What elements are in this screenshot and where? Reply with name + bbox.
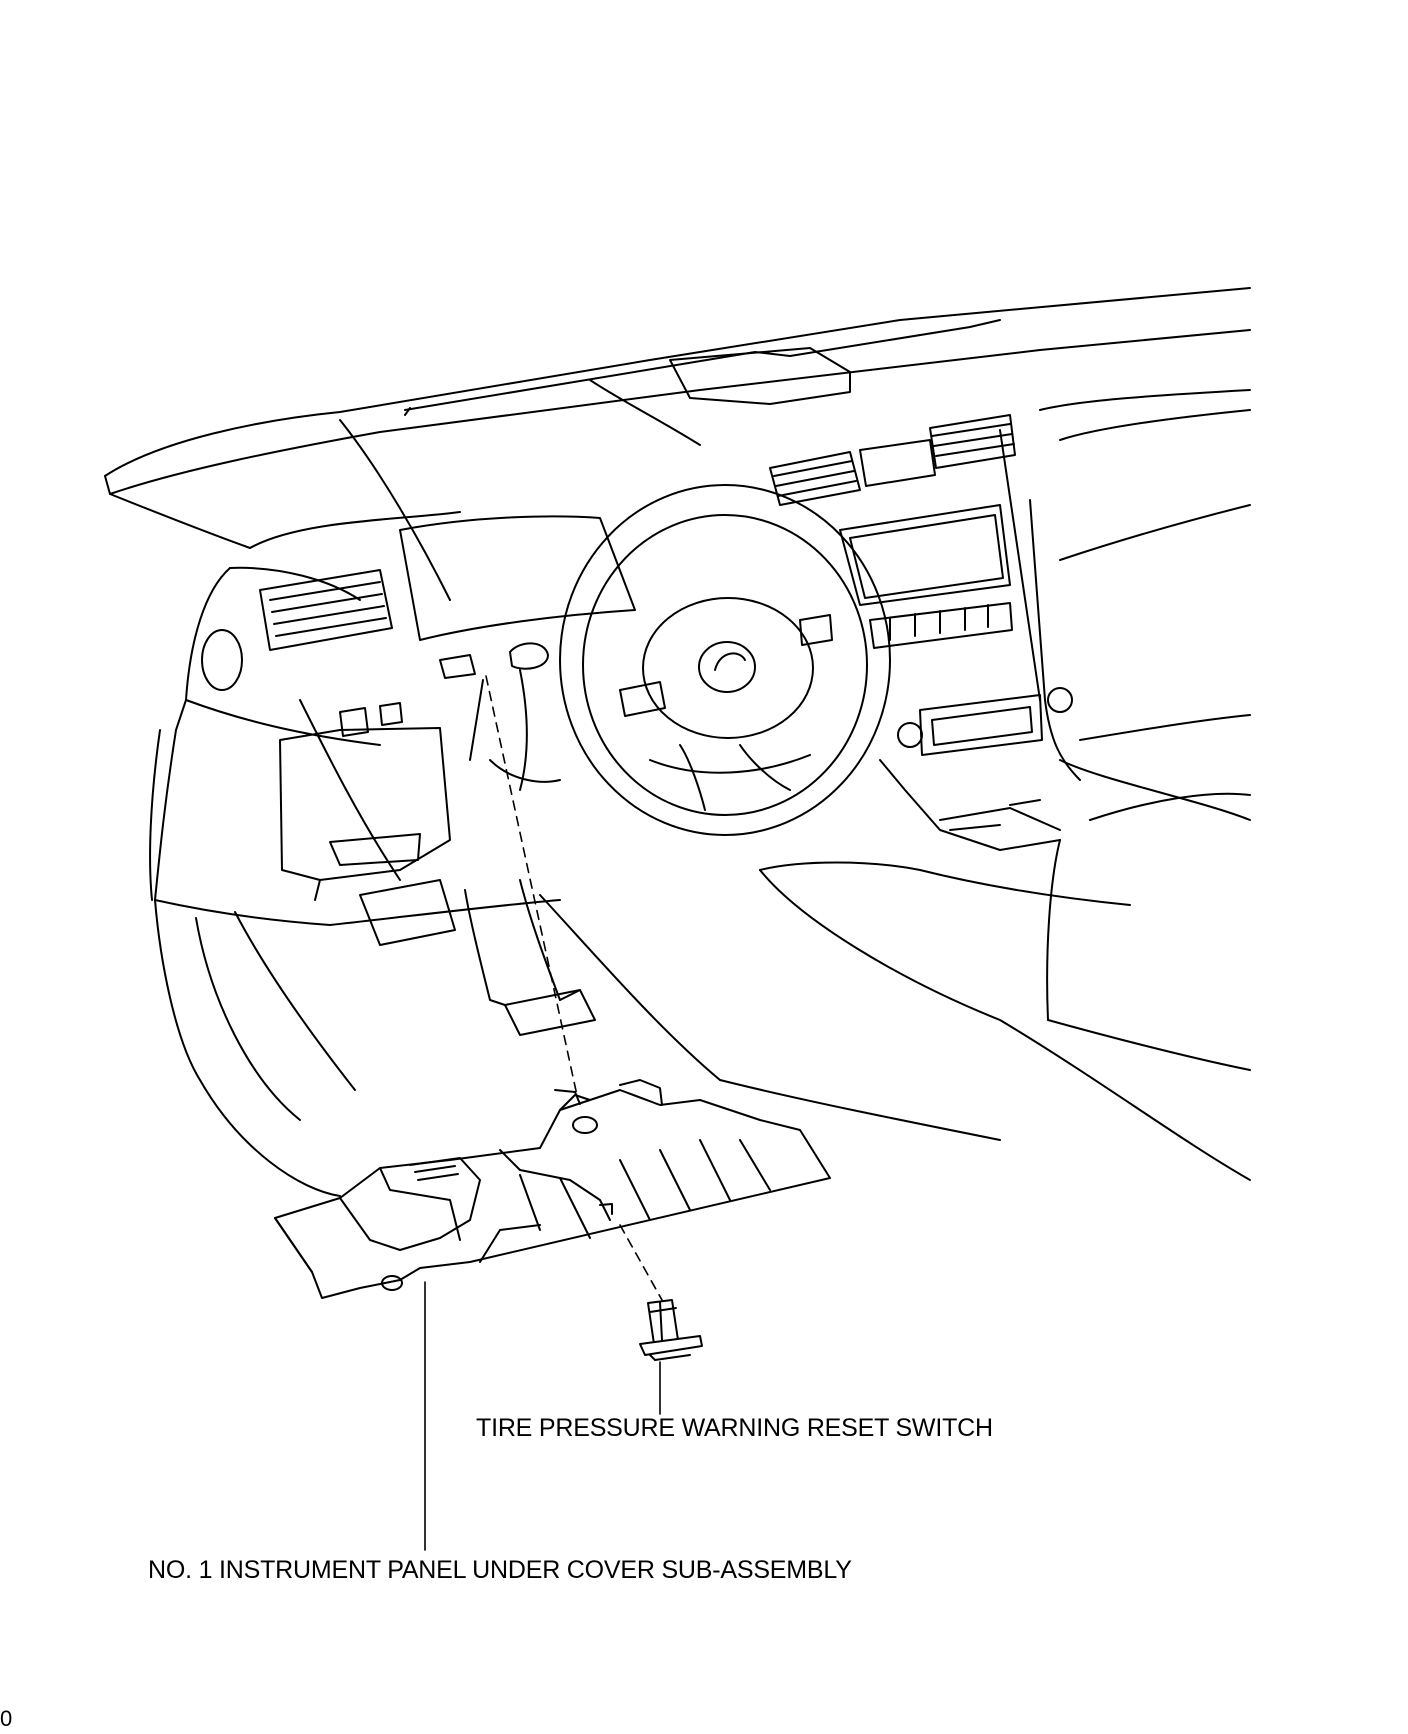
assembly-line-switch xyxy=(619,1224,663,1301)
pedals xyxy=(359,879,596,1036)
dashboard-right xyxy=(539,389,1251,1181)
under-cover-part xyxy=(274,1079,831,1299)
reset-switch-part xyxy=(639,1299,703,1361)
figure-code: 0 xyxy=(0,1706,13,1731)
label-instrument-panel-under-cover: NO. 1 INSTRUMENT PANEL UNDER COVER SUB-A… xyxy=(148,1556,852,1584)
lexus-emblem-icon xyxy=(698,641,756,693)
center-stack xyxy=(769,414,1081,851)
label-tire-pressure-warning-reset-switch: TIRE PRESSURE WARNING RESET SWITCH xyxy=(476,1414,993,1442)
dashboard-left xyxy=(149,566,561,1197)
instrument-cluster xyxy=(399,515,636,791)
steering-wheel xyxy=(559,484,891,836)
assembly-line-cover xyxy=(485,675,579,1101)
dashboard-top xyxy=(104,287,1251,601)
